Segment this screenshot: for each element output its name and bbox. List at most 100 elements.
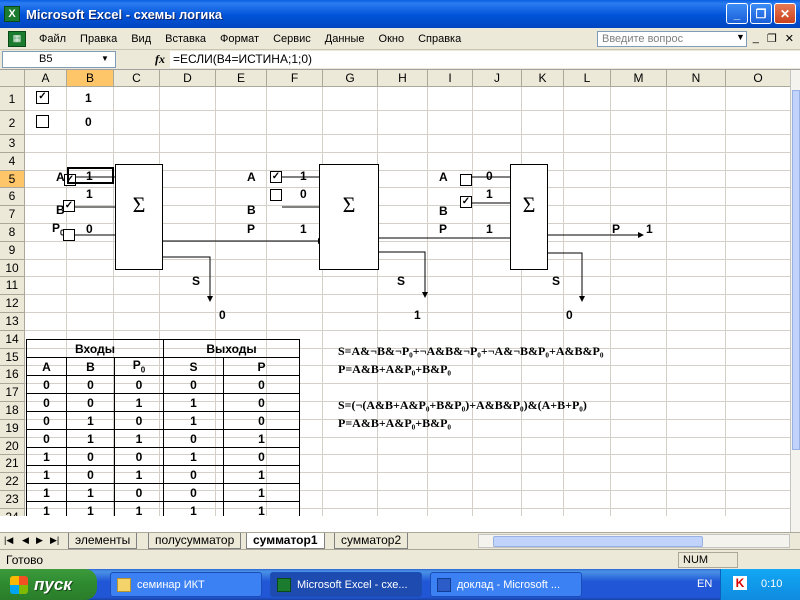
row-header-23[interactable]: 23 <box>0 491 25 509</box>
tt-cell[interactable]: 0 <box>163 465 224 484</box>
tt-cell[interactable]: 1 <box>114 465 164 484</box>
row-header-24[interactable]: 24 <box>0 508 25 516</box>
maximize-button[interactable]: ❐ <box>750 3 772 24</box>
menu-help[interactable]: Справка <box>418 32 462 45</box>
column-header-n[interactable]: N <box>667 70 726 87</box>
tt-cell[interactable]: 1 <box>114 501 164 516</box>
row-header-4[interactable]: 4 <box>0 152 25 171</box>
tt-cell[interactable]: 1 <box>163 411 224 430</box>
row-header-20[interactable]: 20 <box>0 437 25 456</box>
cell-b2[interactable]: 0 <box>85 115 92 129</box>
row-header-19[interactable]: 19 <box>0 419 25 438</box>
tt-cell[interactable]: 1 <box>114 393 164 412</box>
sheet-tab-elements[interactable]: элементы <box>68 533 138 549</box>
row-header-13[interactable]: 13 <box>0 313 25 331</box>
menu-insert[interactable]: Вставка <box>165 32 207 45</box>
language-indicator[interactable]: EN <box>697 578 713 590</box>
column-header-d[interactable]: D <box>160 70 216 87</box>
tt-cell[interactable]: 1 <box>163 393 224 412</box>
tt-cell[interactable]: 1 <box>26 465 67 484</box>
column-header-k[interactable]: K <box>522 70 564 87</box>
adder1-check-p[interactable] <box>63 229 75 241</box>
tt-cell[interactable]: 0 <box>26 375 67 394</box>
column-header-i[interactable]: I <box>428 70 473 87</box>
tt-cell[interactable]: 0 <box>66 465 115 484</box>
row-header-8[interactable]: 8 <box>0 224 25 242</box>
menu-edit[interactable]: Правка <box>80 32 118 45</box>
menu-tools[interactable]: Сервис <box>273 32 311 45</box>
checkbox-a2[interactable] <box>36 115 49 128</box>
tt-cell[interactable]: 0 <box>163 483 224 502</box>
tt-cell[interactable]: 0 <box>114 411 164 430</box>
adder2-check-b[interactable] <box>270 189 282 201</box>
tt-cell[interactable]: 0 <box>114 375 164 394</box>
column-header-h[interactable]: H <box>378 70 428 87</box>
selected-cell-b5[interactable] <box>67 167 114 184</box>
column-header-a[interactable]: A <box>25 70 67 87</box>
doc-restore-icon[interactable]: ❐ <box>766 33 777 45</box>
tab-prev-icon[interactable]: ◀ <box>22 535 29 545</box>
column-header-m[interactable]: M <box>611 70 667 87</box>
tt-cell[interactable]: 0 <box>26 429 67 448</box>
tt-cell[interactable]: 1 <box>114 429 164 448</box>
column-header-e[interactable]: E <box>216 70 267 87</box>
tab-first-icon[interactable]: |◀ <box>4 535 14 545</box>
close-button[interactable]: ✕ <box>774 3 796 24</box>
tt-cell[interactable]: 1 <box>66 411 115 430</box>
row-header-16[interactable]: 16 <box>0 366 25 385</box>
column-header-l[interactable]: L <box>564 70 611 87</box>
fx-icon[interactable]: fx <box>155 52 165 66</box>
doc-close-icon[interactable]: ✕ <box>784 33 794 45</box>
adder3-check-a[interactable] <box>460 174 472 186</box>
row-header-22[interactable]: 22 <box>0 473 25 491</box>
column-header-o[interactable]: O <box>726 70 790 87</box>
column-header-b[interactable]: B <box>67 70 114 87</box>
row-header-3[interactable]: 3 <box>0 135 25 153</box>
row-header-6[interactable]: 6 <box>0 188 25 207</box>
menu-data[interactable]: Данные <box>324 32 365 45</box>
column-header-g[interactable]: G <box>323 70 378 87</box>
tt-cell[interactable]: 0 <box>163 429 224 448</box>
row-header-10[interactable]: 10 <box>0 259 25 278</box>
help-dropdown-icon[interactable]: ▼ <box>736 32 745 42</box>
row-header-7[interactable]: 7 <box>0 206 25 224</box>
column-header-f[interactable]: F <box>267 70 323 87</box>
tt-cell[interactable]: 1 <box>66 429 115 448</box>
column-header-c[interactable]: C <box>114 70 160 87</box>
sheet-tab-half-adder[interactable]: полусумматор <box>148 533 242 549</box>
cell-b1[interactable]: 1 <box>85 91 92 105</box>
menu-window[interactable]: Окно <box>378 32 405 45</box>
checkbox-a1[interactable]: ✓ <box>36 91 49 104</box>
select-all-corner[interactable] <box>0 70 25 87</box>
tab-next-icon[interactable]: ▶ <box>36 535 43 545</box>
tt-cell[interactable]: 0 <box>114 483 164 502</box>
tt-cell[interactable]: 1 <box>66 501 115 516</box>
minimize-button[interactable]: _ <box>726 3 748 24</box>
row-header-15[interactable]: 15 <box>0 348 25 367</box>
tt-cell[interactable]: 1 <box>163 501 224 516</box>
row-header-11[interactable]: 11 <box>0 277 25 296</box>
menu-file[interactable]: Файл <box>39 32 67 45</box>
start-button[interactable]: пуск <box>0 569 97 600</box>
tt-cell[interactable]: 0 <box>114 447 164 466</box>
row-header-1[interactable]: 1 <box>0 87 25 111</box>
adder2-check-a[interactable]: ✓ <box>270 171 282 183</box>
tt-cell[interactable]: 0 <box>26 411 67 430</box>
tt-cell[interactable]: 1 <box>26 447 67 466</box>
tab-last-icon[interactable]: ▶| <box>50 535 60 545</box>
menu-view[interactable]: Вид <box>131 32 152 45</box>
name-box-dropdown-icon[interactable]: ▼ <box>101 54 109 63</box>
sheet-tab-adder1[interactable]: сумматор1 <box>246 533 325 549</box>
tt-cell[interactable]: 1 <box>26 501 67 516</box>
task-folder[interactable]: семинар ИКТ <box>110 572 262 597</box>
task-excel[interactable]: Microsoft Excel - схе... <box>270 572 422 597</box>
tt-cell[interactable]: 0 <box>163 375 224 394</box>
row-header-12[interactable]: 12 <box>0 295 25 313</box>
row-header-5[interactable]: 5 <box>0 170 25 189</box>
excel-app-icon[interactable]: X <box>4 6 20 22</box>
sheet-tab-adder2[interactable]: сумматор2 <box>334 533 409 549</box>
tt-cell[interactable]: 0 <box>223 393 300 412</box>
row-header-17[interactable]: 17 <box>0 384 25 402</box>
horizontal-scroll-thumb[interactable] <box>493 536 703 547</box>
